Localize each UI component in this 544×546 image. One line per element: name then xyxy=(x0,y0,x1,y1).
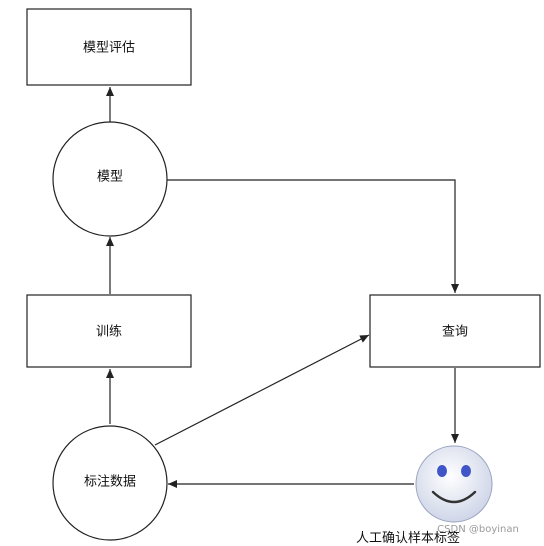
node-training: 训练 xyxy=(26,294,192,368)
node-training-label: 训练 xyxy=(96,325,122,340)
edge-model-to-query xyxy=(167,179,459,293)
node-human-confirm: CSDN @boyinan 人工确认样本标签 xyxy=(356,445,519,546)
node-model-eval: 模型评估 xyxy=(26,8,192,86)
node-query-label: 查询 xyxy=(442,325,468,340)
node-model-label: 模型 xyxy=(97,170,123,185)
node-human-confirm-label: 人工确认样本标签 xyxy=(356,530,460,546)
node-query: 查询 xyxy=(369,294,541,368)
edge-labeled-to-query xyxy=(154,334,370,446)
node-labeled-data-label: 标注数据 xyxy=(84,475,136,490)
node-labeled-data: 标注数据 xyxy=(52,425,168,541)
smiley-face-icon xyxy=(415,445,493,523)
watermark-text: CSDN @boyinan xyxy=(437,524,519,535)
node-model: 模型 xyxy=(52,121,168,237)
node-model-eval-label: 模型评估 xyxy=(83,41,135,56)
